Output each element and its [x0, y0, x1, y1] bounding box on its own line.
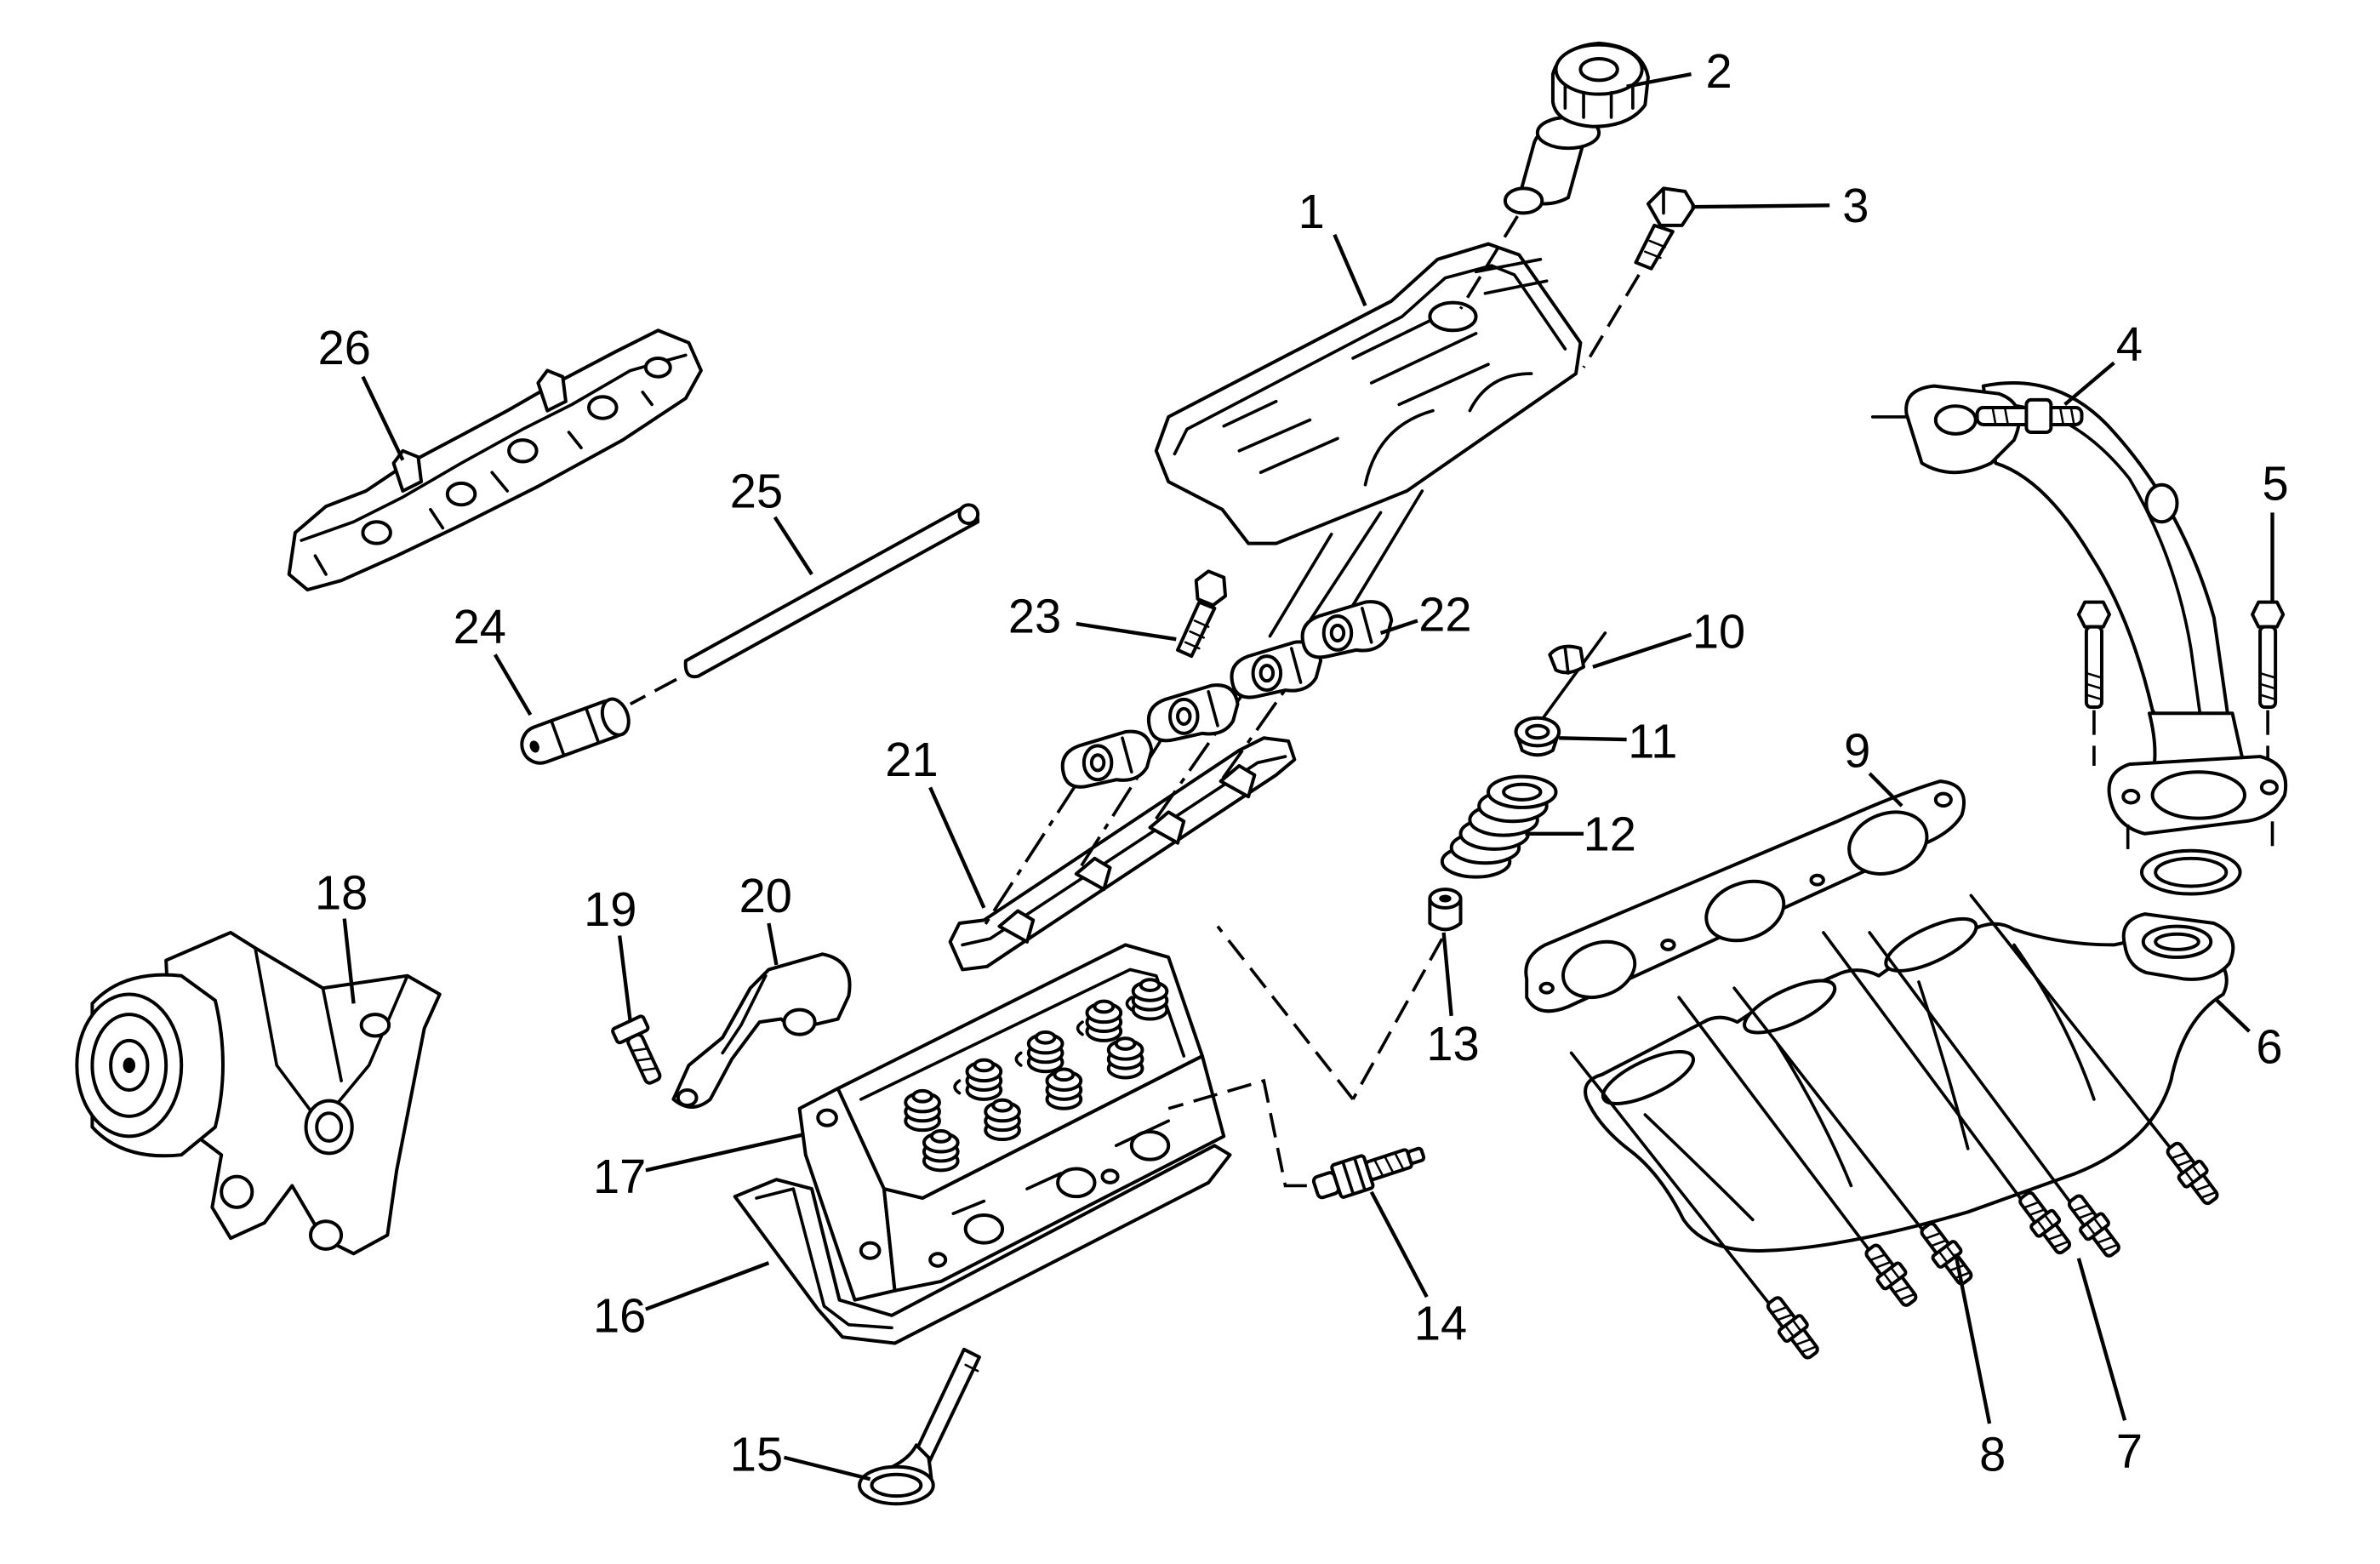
- part-3-bolt: [1582, 186, 1697, 368]
- callout-11: 11: [1628, 714, 1677, 768]
- stud-bolt: [1913, 1216, 1980, 1292]
- leader-line-18: [342, 918, 356, 1004]
- part-2-oil-filler-cap: [1458, 41, 1650, 310]
- part-15-valve: [858, 1347, 981, 1506]
- leader-line-3: [1691, 203, 1830, 209]
- part-20-bracket: [671, 952, 852, 1109]
- part-19-bolt: [611, 1014, 662, 1085]
- callout-15: 15: [730, 1428, 783, 1481]
- callout-4: 4: [2116, 317, 2143, 371]
- part-9-manifold-gasket: [1524, 779, 1966, 1013]
- part-21-rocker-support: [948, 736, 1297, 972]
- callout-20: 20: [739, 869, 792, 922]
- leader-line-2: [1626, 71, 1692, 88]
- callout-9: 9: [1844, 723, 1870, 777]
- leader-line-17: [645, 1133, 803, 1173]
- callout-3: 3: [1842, 179, 1869, 232]
- stud-bolt: [2061, 1188, 2127, 1264]
- leader-line-13: [1441, 932, 1453, 1017]
- callout-24: 24: [454, 600, 506, 654]
- leader-line-7: [2076, 1258, 2127, 1421]
- callout-25: 25: [730, 464, 783, 517]
- callout-21: 21: [885, 733, 938, 786]
- part-18-pulley-bracket: [75, 930, 442, 1256]
- valve-stack-guide: [1216, 631, 1607, 1100]
- callout-23: 23: [1008, 589, 1061, 642]
- leader-line-19: [618, 935, 632, 1023]
- part-1-valve-cover: [1154, 242, 1583, 545]
- part-13-valve-seal: [1428, 888, 1463, 932]
- leader-line-24: [493, 654, 533, 716]
- part-12-valve-spring: [1440, 774, 1558, 879]
- callout-14: 14: [1414, 1296, 1467, 1350]
- part-4-egr-pipe: [1870, 380, 2288, 896]
- callout-13: 13: [1426, 1017, 1479, 1070]
- part-24-lifter: [520, 697, 631, 765]
- leader-line-21: [928, 786, 986, 909]
- part-14-sensor: [1167, 1078, 1426, 1200]
- part-6-exhaust-manifold: [1584, 912, 2235, 1253]
- callout-10: 10: [1692, 605, 1745, 659]
- leader-line-14: [1369, 1190, 1429, 1299]
- part-23-bolt: [1176, 569, 1228, 659]
- leader-lines: [342, 71, 2274, 1481]
- leader-line-4: [2063, 361, 2115, 407]
- leader-line-9: [1868, 772, 1903, 808]
- leader-line-23: [1076, 621, 1177, 642]
- leader-line-26: [361, 375, 405, 461]
- callout-labels: 1 2 3 4 5 6 7 8 9 10 11 12 13 14 15 16 1…: [315, 44, 2289, 1481]
- callout-2: 2: [1705, 44, 1732, 98]
- leader-line-8: [1954, 1253, 1992, 1424]
- callout-17: 17: [593, 1150, 646, 1203]
- leader-line-1: [1333, 233, 1367, 307]
- leader-line-6: [2215, 999, 2251, 1033]
- leader-line-25: [773, 516, 813, 576]
- callout-16: 16: [593, 1288, 646, 1342]
- guide-lines-manifold-studs: [1569, 893, 2173, 1308]
- stud-bolt: [1858, 1238, 1925, 1313]
- leader-line-16: [645, 1261, 770, 1311]
- part-16-head-gasket: [733, 1144, 1232, 1345]
- callout-1: 1: [1298, 185, 1325, 238]
- stud-bolt: [2159, 1136, 2226, 1211]
- leader-line-20: [767, 922, 779, 966]
- callout-8: 8: [1979, 1428, 2006, 1481]
- leader-line-11: [1559, 736, 1627, 742]
- callout-5: 5: [2263, 456, 2289, 510]
- callout-22: 22: [1418, 588, 1471, 642]
- callout-19: 19: [584, 882, 636, 936]
- part-26-rail: [287, 328, 703, 592]
- leader-line-10: [1592, 632, 1692, 669]
- leader-line-22: [1379, 619, 1418, 635]
- callout-26: 26: [318, 321, 371, 374]
- part-10-valve-keepers: [1548, 644, 1586, 675]
- stud-bolt: [1759, 1290, 1826, 1366]
- part-11-valve-retainer: [1514, 716, 1561, 757]
- part-17-cylinder-head: [797, 943, 1226, 1302]
- part-25-pushrod: [629, 503, 980, 705]
- callout-12: 12: [1584, 807, 1636, 860]
- callout-7: 7: [2116, 1424, 2143, 1478]
- callout-18: 18: [315, 865, 368, 919]
- leader-line-15: [783, 1455, 871, 1481]
- callout-6: 6: [2256, 1020, 2282, 1074]
- part-5-bolts: [2076, 600, 2286, 766]
